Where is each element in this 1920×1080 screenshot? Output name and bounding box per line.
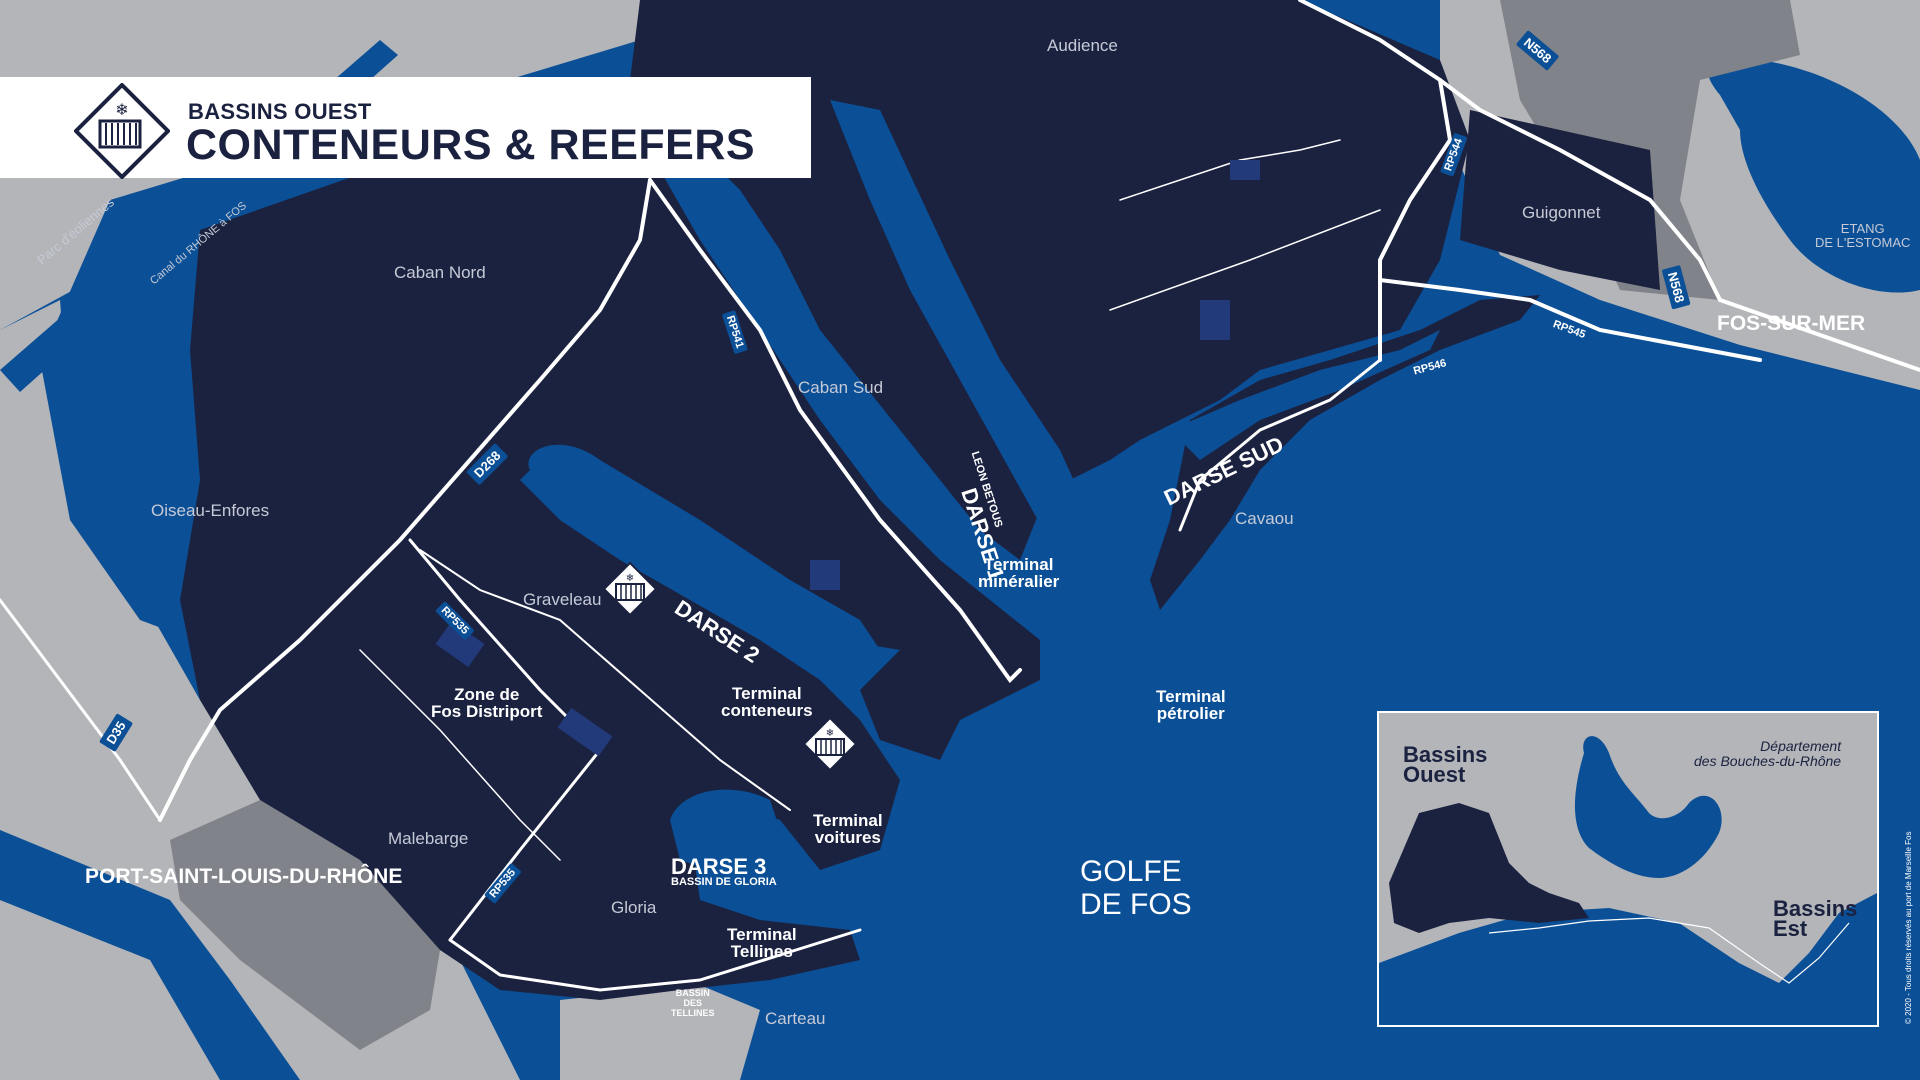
darse-sud-water (1170, 330, 1440, 460)
cavaou-land (1150, 295, 1540, 610)
psl-urban (170, 800, 440, 1050)
inset-map-drawing (1379, 736, 1877, 1025)
basin-darse-3: DARSE 3 (671, 854, 767, 879)
road-rp545 (1378, 278, 1762, 362)
place-malebarge: Malebarge (388, 829, 469, 848)
darse-2-water (528, 444, 880, 650)
guigonnet-tanks (1460, 110, 1660, 290)
building (435, 621, 485, 667)
title-panel: ❄ BASSINS OUEST CONTENEURS & REEFERS (0, 77, 811, 179)
inset-bassins-ouest (1389, 803, 1589, 933)
road-n568 (1298, 0, 1920, 372)
place-caban-sud: Caban Sud (798, 378, 884, 397)
place-oiseau-enfores: Oiseau-Enfores (151, 501, 270, 520)
reefer-container-icon: ❄ (74, 83, 170, 179)
place-gloria: Gloria (611, 898, 657, 917)
port-land-main (180, 0, 1470, 1000)
road-d268 (158, 178, 652, 822)
place-carteau: Carteau (765, 1009, 826, 1028)
road-internal-a (359, 649, 561, 861)
terminal-petrolier: Terminal pétrolier (1156, 687, 1226, 723)
road-rp541 (648, 178, 1022, 684)
terminal-tellines: Terminal Tellines (727, 925, 797, 961)
inset-sea (1379, 893, 1877, 1025)
terminal-mineralier: Terminal minéralier (978, 555, 1060, 591)
svg-text:❄: ❄ (626, 573, 634, 584)
darse-1-water (830, 100, 1110, 560)
place-cavaou: Cavaou (1235, 509, 1294, 528)
basin-darse-3-sub: BASSIN DE GLORIA (671, 876, 777, 888)
inset-etang-de-berre (1574, 736, 1722, 878)
basin-tellines: BASSIN DES TELLINES (671, 988, 715, 1018)
title-line-2: CONTENEURS & REEFERS (186, 121, 756, 169)
zone-fos-distriport: Zone de Fos Distriport (431, 685, 543, 721)
road-internal-b (1119, 139, 1341, 201)
rhone-strait (0, 830, 300, 1080)
road-d35 (0, 598, 162, 822)
svg-text:❄: ❄ (826, 728, 834, 739)
inset-label-bassins-est: Bassins Est (1773, 896, 1858, 941)
inset-label-bassins-ouest: Bassins Ouest (1403, 742, 1488, 787)
gulf-de-fos: GOLFE DE FOS (1080, 855, 1192, 921)
building (557, 707, 613, 757)
land-southcenter (560, 985, 760, 1080)
building (810, 560, 840, 590)
inset-label-departement: Département des Bouches-du-Rhône (1694, 738, 1842, 769)
building (1200, 300, 1230, 340)
terminal-conteneurs: Terminal conteneurs (721, 684, 813, 720)
place-graveleau: Graveleau (523, 590, 602, 609)
inset-map: Bassins Ouest Bassins Est Département de… (1377, 711, 1879, 1027)
svg-text:❄: ❄ (115, 102, 128, 119)
road-graveleau (419, 549, 791, 811)
copyright-credit: © 2020 - Tous droits réservés au port de… (1904, 831, 1913, 1025)
town-fos-sur-mer: FOS-SUR-MER (1717, 312, 1866, 335)
terminal-voitures: Terminal voitures (813, 811, 883, 847)
buildings (435, 150, 1260, 757)
road-rp544 (1378, 78, 1453, 362)
place-etang: ETANG DE L'ESTOMAC (1815, 221, 1911, 250)
place-audience: Audience (1047, 36, 1118, 55)
darse-3-water (670, 789, 790, 880)
place-guigonnet: Guigonnet (1522, 203, 1601, 222)
road-coastal (448, 928, 862, 992)
reefer-container-icon[interactable]: ❄ (802, 716, 858, 772)
reefer-container-icon[interactable]: ❄ (602, 561, 658, 617)
inset-coast (1488, 917, 1850, 984)
road-rp546 (1178, 358, 1382, 532)
building (1230, 160, 1260, 180)
town-port-saint-louis: PORT-SAINT-LOUIS-DU-RHÔNE (85, 865, 403, 888)
etang-de-lestomac (1707, 56, 1920, 293)
place-caban-nord: Caban Nord (394, 263, 486, 282)
title-line-1: BASSINS OUEST (188, 99, 372, 124)
road-internal-c (1109, 209, 1381, 311)
